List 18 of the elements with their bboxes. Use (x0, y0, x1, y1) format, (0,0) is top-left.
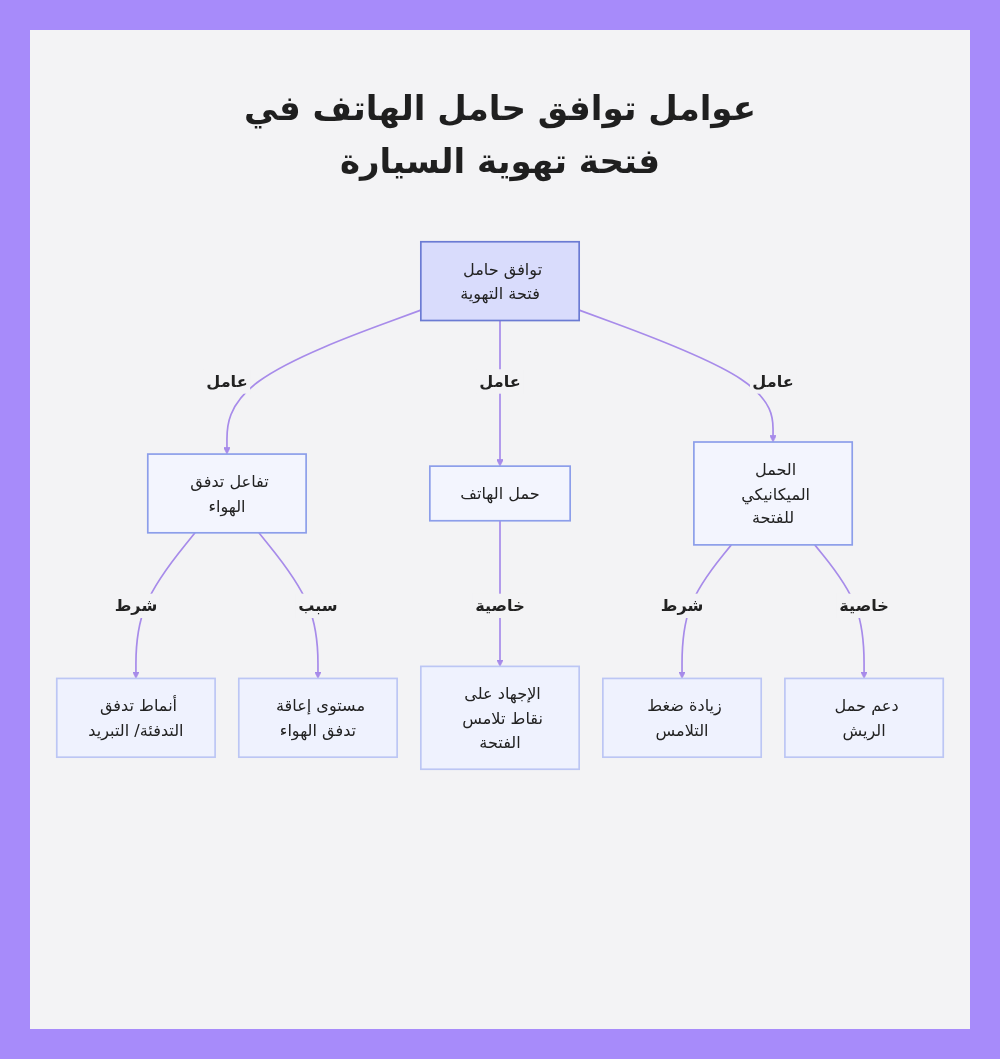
node-box: مستوى إعاقة تدفق الهواء (237, 677, 398, 759)
edge-label: سبب (298, 596, 338, 615)
node-box: توافق حامل فتحة التهوية (420, 240, 580, 322)
node-box: أنماط تدفق التدفئة/ التبريد (55, 677, 216, 759)
node-box: حمل الهاتف (429, 465, 571, 522)
edge-label: عامل (752, 371, 794, 391)
node-box: تفاعل تدفق الهواء (146, 453, 307, 534)
diagram-title: عوامل توافق حامل الهاتف في فتحة تهوية السيارة (243, 87, 757, 184)
node-box: الإجهاد على نقاط تلامس الفتحة (420, 665, 580, 771)
edge-label: خاصية (475, 596, 525, 615)
edge-label: شرط (114, 596, 158, 615)
edge-label: عامل (206, 371, 248, 391)
edge-label: شرط (660, 596, 704, 615)
node-box: زيادة ضغط التلامس (602, 677, 763, 759)
node-box: الحمل الميكانيكي للفتحة (693, 441, 854, 546)
node-box: دعم حمل الريش (784, 677, 945, 759)
edge-label: خاصية (839, 596, 889, 615)
edge-label: عامل (479, 371, 521, 391)
